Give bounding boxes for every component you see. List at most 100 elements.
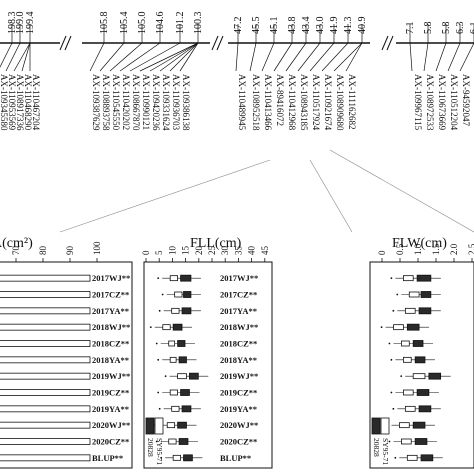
marker-label: AX-108893758	[101, 74, 111, 131]
marker-label: AX-108667870	[131, 74, 141, 131]
boxplot-box-light	[162, 324, 171, 331]
outlier-point	[390, 358, 393, 361]
boxplot-box-light	[406, 454, 418, 461]
legend-label: SY95-71	[381, 438, 390, 465]
map-position: 6.1	[469, 22, 474, 35]
marker-label: AX-109331624	[161, 74, 171, 131]
marker-label: AX-110921674	[323, 74, 333, 131]
map-break	[211, 35, 224, 51]
connector-line	[329, 149, 474, 233]
marker-label: AX-110467204	[31, 74, 41, 131]
environment-label: 2018WJ**	[92, 322, 130, 332]
environment-label: 2018WJ**	[220, 322, 258, 332]
marker-label: AX-108952518	[251, 74, 261, 131]
map-position: 105.4	[119, 12, 130, 35]
outlier-point	[157, 358, 160, 361]
panel-title: FLL(cm)	[190, 236, 242, 251]
axis-tick-label: 1.5	[431, 243, 441, 255]
marker-label: AX-110512204	[449, 74, 459, 131]
environment-label: 2020CZ**	[220, 437, 257, 447]
marker-label: AX-110673669	[437, 74, 447, 131]
marker-label: AX-108943185	[299, 74, 309, 131]
legend-swatch-dark	[145, 417, 155, 435]
boxplot-box-light	[169, 356, 177, 363]
environment-label: 2017WJ**	[92, 273, 130, 283]
boxplot-box-light	[402, 356, 412, 363]
boxplot-box-light	[0, 389, 91, 396]
marker-link	[89, 42, 105, 72]
boxplot-box-light	[168, 340, 176, 347]
legend-label: 20828	[372, 438, 381, 457]
outlier-point	[380, 326, 383, 329]
map-position: 5.8	[441, 22, 452, 35]
axis-tick-label: 5	[154, 250, 164, 255]
marker-link	[409, 42, 413, 72]
map-position: 105.8	[99, 12, 110, 35]
boxplot-box-light	[0, 274, 91, 282]
environment-label: 2017CZ**	[220, 290, 257, 300]
map-position: 45.5	[251, 17, 262, 35]
outlier-point	[157, 391, 160, 394]
marker-link	[21, 42, 31, 72]
marker-link	[169, 42, 199, 72]
map-position: 7.1	[405, 22, 416, 35]
boxplot-box-dark	[183, 291, 192, 298]
boxplot-box-dark	[416, 274, 432, 282]
axis-tick-label: 2.5	[467, 243, 474, 255]
marker-label: AX-110468290	[23, 74, 33, 131]
map-position: 41.3	[343, 17, 354, 35]
outlier-point	[396, 293, 399, 296]
marker-link	[139, 42, 199, 72]
legend-label: SY95-71	[155, 438, 164, 465]
outlier-point	[392, 309, 395, 312]
environment-label: BLUP**	[220, 453, 251, 463]
axis-tick-label: 1.0	[413, 243, 423, 255]
axis-tick-label: 35	[233, 246, 243, 256]
boxplot-box-dark	[420, 454, 434, 462]
marker-label: AX-110412968	[287, 74, 297, 131]
panel-frame	[0, 261, 133, 469]
boxplot-box-light	[171, 307, 180, 314]
marker-link	[159, 42, 199, 72]
boxplot-box-light	[408, 291, 420, 298]
axis-tick-label: 80	[38, 246, 48, 256]
boxplot-box-light	[0, 307, 91, 315]
boxplot-box-dark	[420, 291, 432, 298]
connector-lines	[59, 149, 474, 233]
boxplot-box-dark	[406, 323, 420, 331]
marker-link	[285, 42, 307, 72]
marker-link	[423, 42, 429, 72]
map-position: 199.0	[15, 12, 26, 35]
boxplot-box-dark	[412, 340, 424, 347]
axis-tick-label: 0.5	[395, 243, 405, 255]
marker-label: AX-109387629	[91, 74, 101, 131]
marker-label: AX-110953569	[7, 74, 17, 131]
boxplot-box-dark	[181, 405, 192, 413]
environment-label: 2020CZ**	[92, 437, 129, 447]
marker-link	[297, 42, 321, 72]
outlier-point	[392, 407, 395, 410]
boxplot-box-light	[174, 291, 183, 298]
axis-tick-label: 70	[11, 246, 21, 256]
marker-link	[13, 42, 31, 72]
marker-link	[345, 42, 363, 72]
boxplot-box-light	[0, 421, 91, 429]
marker-link	[447, 42, 461, 72]
boxplot-box-light	[0, 372, 91, 380]
boxplot-box-light	[177, 373, 187, 380]
axis-tick-label: 45	[260, 246, 270, 256]
boxplot-box-dark	[172, 323, 183, 331]
environment-label: 2018YA**	[92, 355, 129, 365]
boxplot-box-dark	[178, 356, 187, 364]
axis-tick-label: 0	[377, 250, 387, 255]
map-position: 199.4	[25, 12, 36, 35]
marker-label: AX-109345580	[0, 74, 9, 131]
boxplot-box-light	[168, 438, 177, 445]
axis-tick-label: 90	[65, 246, 75, 256]
boxplot-box-light	[172, 454, 181, 461]
